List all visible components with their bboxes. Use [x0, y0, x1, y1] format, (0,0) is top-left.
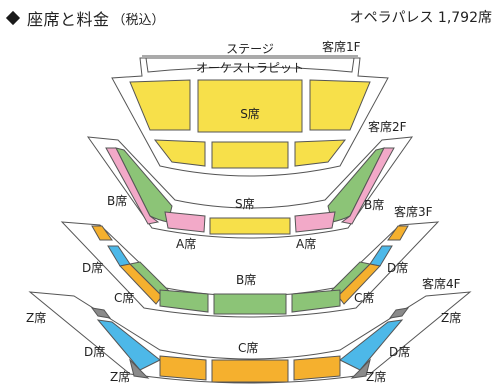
c-seat-block-center-left-4f — [159, 355, 207, 381]
c-seat-block-right-upper-3f — [387, 225, 409, 241]
floor-4-label: 客席4F — [422, 276, 461, 291]
z-seat-block-left-upper-4f — [90, 307, 112, 319]
a-seat-block-center-left — [164, 211, 206, 233]
title-group: 座席と料金 （税込） — [5, 6, 165, 30]
s-seat-block-center-lower — [211, 141, 289, 169]
a-seat-label-2f-right: A席 — [296, 236, 316, 251]
b-seat-label-2f-left: B席 — [107, 193, 127, 208]
s-seat-block-right-lower — [294, 139, 347, 167]
d-seat-label-3f-right: D席 — [387, 260, 408, 275]
z-seat-block-right-upper-4f — [388, 307, 410, 319]
s-seat-block-2f — [209, 217, 291, 235]
c-seat-block-center-4f — [211, 359, 289, 383]
d-seat-label-4f-right: D席 — [389, 344, 410, 359]
d-seat-label-3f-left: D席 — [82, 260, 103, 275]
s-seat-block-left-lower — [153, 139, 206, 167]
c-seat-label-4f: C席 — [238, 340, 258, 355]
z-seat-label-4f-right-lower: Z席 — [366, 369, 386, 384]
b-seat-block-center-3f — [213, 293, 287, 315]
z-seat-label-4f-left-lower: Z席 — [110, 369, 130, 384]
s-seat-label-1f: S席 — [240, 106, 260, 121]
header: 座席と料金 （税込） オペラパレス 1,792席 — [0, 0, 500, 30]
floor-2-label: 客席2F — [368, 119, 407, 134]
z-seat-block-right-lower-4f — [350, 358, 371, 379]
floor-1: ステージ オーケストラピット 客席1F S席 — [111, 39, 389, 177]
c-seat-block-center-right-4f — [293, 355, 341, 381]
s-seat-block-right-upper — [309, 79, 371, 131]
c-seat-label-3f-right: C席 — [354, 290, 374, 305]
seating-chart: ステージ オーケストラピット 客席1F S席 客席2F B席 B席 S席 A席 … — [26, 39, 472, 384]
c-seat-label-3f-left: C席 — [114, 290, 134, 305]
a-seat-block-center-right — [294, 211, 336, 233]
orchestra-pit — [145, 57, 355, 73]
orchestra-pit-label: オーケストラピット — [196, 61, 304, 75]
floor-3-label: 客席3F — [394, 204, 433, 219]
floor-3: 客席3F D席 D席 B席 C席 C席 — [60, 204, 440, 318]
floor-1-label: 客席1F — [322, 39, 361, 54]
stage-label: ステージ — [226, 42, 274, 56]
floor-4: 客席4F Z席 Z席 D席 D席 C席 Z席 Z席 — [26, 276, 472, 384]
venue-capacity: オペラパレス 1,792席 — [349, 10, 492, 26]
z-seat-label-4f-left-upper: Z席 — [26, 310, 46, 325]
z-seat-label-4f-right-upper: Z席 — [441, 310, 461, 325]
tax-note: （税込） — [112, 12, 165, 28]
b-seat-block-center-right-3f — [291, 289, 341, 313]
s-seat-label-2f: S席 — [235, 196, 255, 211]
a-seat-label-2f-left: A席 — [176, 236, 196, 251]
c-seat-block-left-upper-3f — [91, 225, 113, 241]
page-title: 座席と料金 — [27, 10, 110, 29]
a-seat-block-left-2f — [105, 147, 160, 225]
a-seat-block-right-2f — [340, 147, 395, 225]
s-seat-block-center-upper — [197, 79, 303, 133]
s-seat-block-left-upper — [129, 79, 191, 131]
b-seat-label-2f-right: B席 — [364, 197, 384, 212]
z-seat-block-left-lower-4f — [129, 358, 150, 379]
floor-2: 客席2F B席 B席 S席 A席 A席 — [86, 119, 414, 251]
b-seat-block-center-left-3f — [159, 289, 209, 313]
d-seat-label-4f-left: D席 — [84, 344, 105, 359]
b-seat-label-3f: B席 — [236, 272, 256, 287]
